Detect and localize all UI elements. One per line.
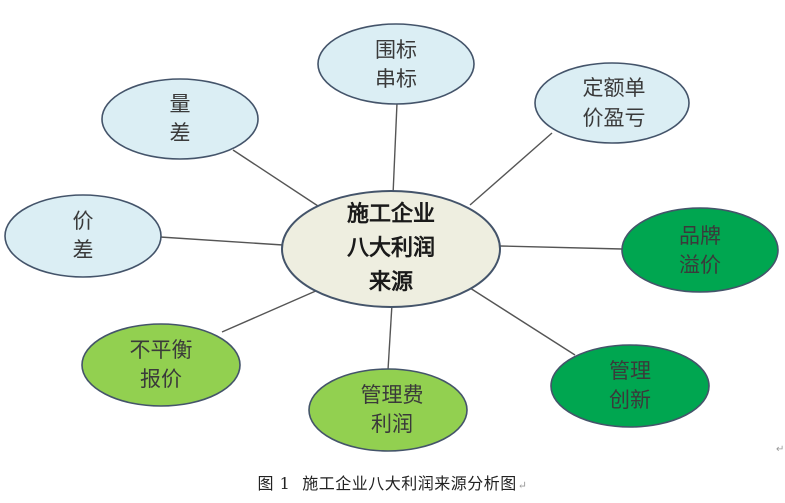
node-jiacha: 价 差 bbox=[4, 194, 162, 278]
node-label-line: 管理 bbox=[609, 359, 651, 383]
caption-end-mark: ↵ bbox=[517, 479, 528, 492]
node-bupingheng-baojia: 不平衡 报价 bbox=[81, 323, 241, 407]
node-label-line: 管理费 bbox=[361, 383, 424, 407]
center-node: 施工企业 八大利润 来源 bbox=[281, 190, 501, 308]
connector-weibiao-chuanbiao bbox=[392, 102, 398, 196]
connector-pinpai-yijia bbox=[499, 245, 623, 250]
figure-caption: 图 1 施工企业八大利润来源分析图↵ bbox=[0, 470, 785, 494]
node-label-line: 创新 bbox=[609, 388, 651, 412]
node-label-line: 溢价 bbox=[679, 253, 721, 277]
connector-guanli-chuangxin bbox=[469, 287, 576, 356]
node-label-line: 利润 bbox=[371, 412, 413, 436]
connector-guanlifei-lirun bbox=[387, 303, 393, 371]
node-label-line: 报价 bbox=[140, 367, 182, 391]
node-label-line: 品牌 bbox=[679, 224, 721, 248]
center-label-line: 八大利润 bbox=[347, 235, 435, 261]
connector-jiacha bbox=[159, 236, 284, 246]
node-label-line: 不平衡 bbox=[130, 338, 193, 362]
node-liangcha: 量 差 bbox=[101, 78, 259, 160]
node-label-line: 差 bbox=[170, 121, 191, 145]
node-label-line: 量 bbox=[170, 92, 191, 116]
connector-lines bbox=[159, 102, 623, 371]
paragraph-mark: ↵ bbox=[776, 444, 785, 455]
node-label-line: 围标 bbox=[375, 38, 417, 62]
connector-bupingheng-baojia bbox=[221, 289, 319, 333]
node-label-line: 价盈亏 bbox=[583, 106, 646, 130]
node-weibiao-chuanbiao: 围标 串标 bbox=[317, 23, 475, 105]
connector-liangcha bbox=[232, 149, 319, 207]
connector-dinge-danjia-yingkui bbox=[469, 132, 553, 206]
center-label-line: 施工企业 bbox=[347, 201, 435, 227]
node-guanli-chuangxin: 管理 创新 bbox=[550, 344, 710, 428]
figure-title: 施工企业八大利润来源分析图 bbox=[302, 474, 517, 493]
node-label-line: 差 bbox=[73, 238, 94, 262]
center-label-line: 来源 bbox=[368, 270, 413, 295]
figure-number: 图 1 bbox=[257, 474, 291, 493]
node-label-line: 价 bbox=[73, 209, 94, 233]
node-dinge-danjia-yingkui: 定额单 价盈亏 bbox=[534, 62, 690, 144]
node-label-line: 串标 bbox=[375, 67, 417, 91]
node-label-line: 定额单 bbox=[583, 76, 646, 100]
node-pinpai-yijia: 品牌 溢价 bbox=[621, 207, 779, 293]
node-guanlifei-lirun: 管理费 利润 bbox=[308, 368, 468, 452]
